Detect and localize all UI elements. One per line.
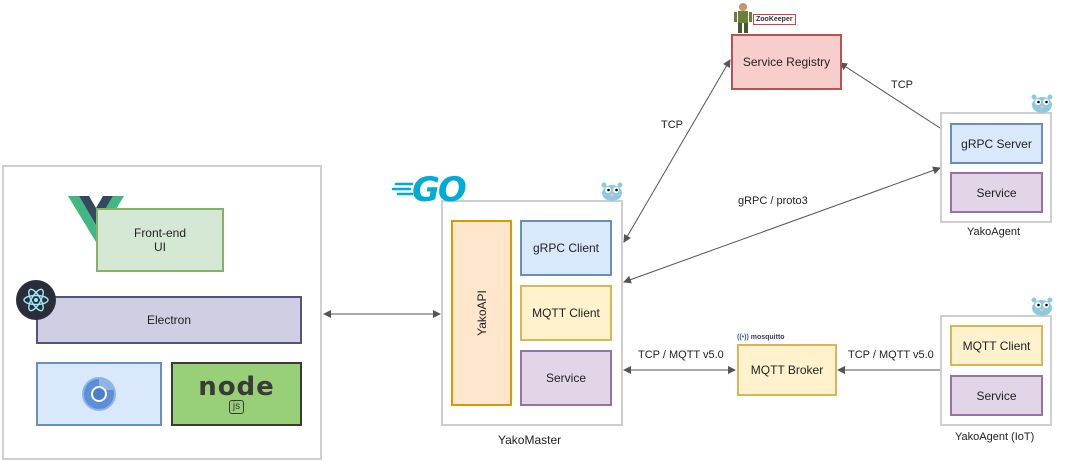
master-mqtt-client-label: MQTT Client (532, 306, 600, 320)
edge-master-registry (623, 59, 731, 243)
edge-label-mqtt-master-broker: TCP / MQTT v5.0 (638, 349, 724, 361)
mosquitto-logo: ((•)) mosquitto (737, 333, 785, 342)
iot-mqtt-client-label: MQTT Client (962, 338, 1031, 353)
nodejs-logo-sub: js (228, 400, 245, 414)
service-registry-label: Service Registry (742, 55, 831, 69)
agent-caption: YakoAgent (967, 226, 1021, 238)
zookeeper-logo: ZooKeeper (753, 14, 796, 25)
service-registry-box[interactable]: Service Registry (731, 34, 842, 90)
edge-label-tcp-master-registry: TCP (661, 119, 683, 131)
iot-agent-caption: YakoAgent (IoT) (955, 431, 1035, 443)
go-logo: GO (412, 170, 467, 210)
edge-label-grpc: gRPC / proto3 (738, 195, 808, 207)
nodejs-logo-text: node (198, 372, 275, 402)
master-service-box[interactable]: Service (520, 350, 612, 406)
iot-service-box[interactable]: Service (950, 375, 1043, 416)
nodejs-box[interactable]: node js (171, 362, 302, 426)
edge-master-agent (623, 166, 941, 284)
edge-label-tcp-agent-registry: TCP (891, 79, 913, 91)
mqtt-broker-box[interactable]: MQTT Broker (737, 344, 837, 396)
agent-grpc-server-box[interactable]: gRPC Server (950, 123, 1043, 164)
frontend-ui-label: Front-end UI (133, 226, 187, 254)
agent-grpc-server-label: gRPC Server (961, 136, 1032, 151)
mosquitto-icon: ((•)) (737, 334, 751, 341)
chromium-box[interactable] (36, 362, 162, 426)
agent-service-box[interactable]: Service (950, 172, 1043, 213)
master-mqtt-client-box[interactable]: MQTT Client (520, 285, 612, 341)
agent-gopher-icon (1031, 94, 1053, 113)
electron-box[interactable]: Electron (36, 296, 302, 344)
go-speed-lines-icon (392, 182, 414, 196)
iot-gopher-icon (1031, 297, 1053, 316)
iot-service-label: Service (976, 388, 1017, 403)
master-caption: YakoMaster (498, 433, 562, 447)
edge-label-mqtt-broker-iot: TCP / MQTT v5.0 (848, 349, 934, 361)
edge-agent-registry (839, 62, 941, 129)
gopher-icon (601, 182, 623, 201)
master-service-label: Service (545, 371, 586, 385)
master-grpc-client-box[interactable]: gRPC Client (520, 220, 612, 276)
mqtt-broker-label: MQTT Broker (750, 363, 824, 377)
agent-service-label: Service (976, 185, 1017, 200)
electron-label: Electron (146, 313, 192, 327)
yakoapi-label: YakoAPI (474, 290, 489, 336)
master-grpc-client-label: gRPC Client (532, 241, 600, 255)
zookeeper-figure-icon (734, 3, 752, 33)
yakoapi-box[interactable]: YakoAPI (451, 220, 512, 406)
frontend-ui-box[interactable]: Front-end UI (96, 208, 224, 272)
iot-mqtt-client-box[interactable]: MQTT Client (950, 325, 1043, 366)
mosquitto-logo-text: mosquitto (750, 334, 785, 341)
chromium-icon (82, 377, 116, 411)
electron-logo-icon (16, 280, 56, 320)
